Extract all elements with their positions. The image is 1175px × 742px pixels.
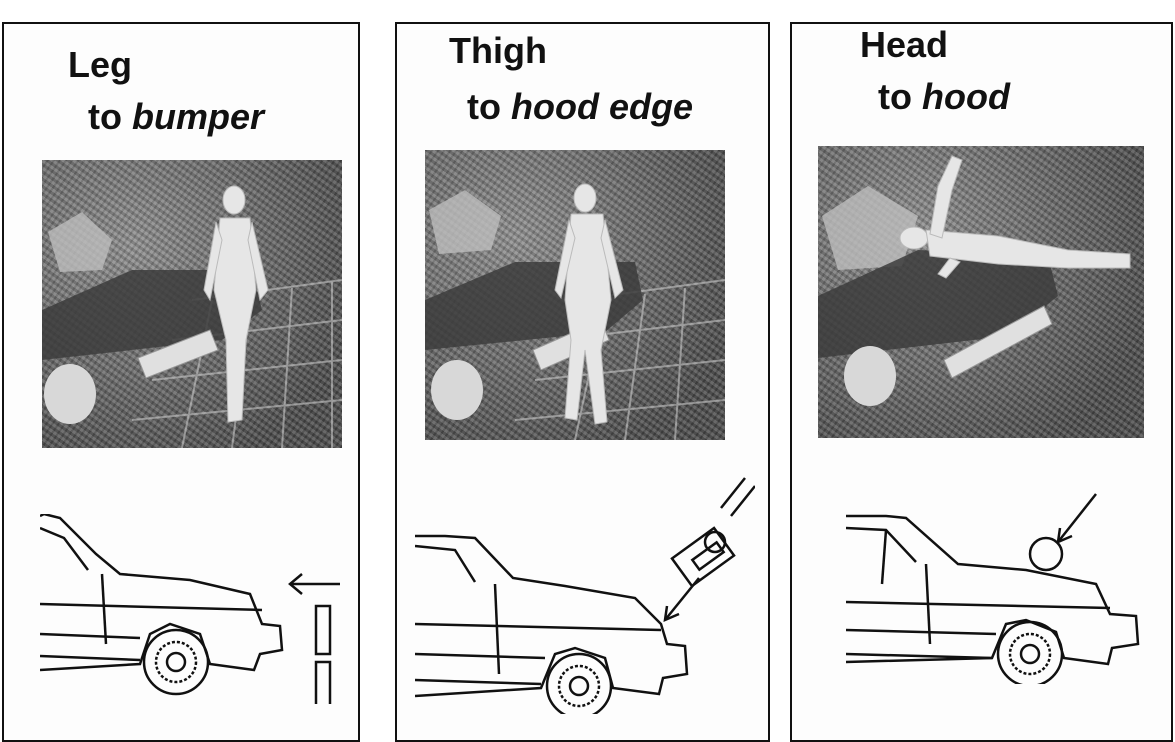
diagram-leg-impactor [40, 514, 350, 704]
target-prefix: to [88, 96, 132, 137]
body-part-label: Head [860, 24, 948, 65]
tire-icon [844, 346, 896, 406]
panel-leg-title: Leg [68, 44, 132, 86]
panel-head-to-hood: Head to hood [790, 22, 1173, 742]
panel-leg-to-bumper: Leg to bumper [2, 22, 360, 742]
target-prefix: to [878, 76, 922, 117]
panel-thigh-subtitle: to hood edge [467, 86, 693, 128]
impactor-arrow-icon [290, 574, 340, 594]
upper-leg-impactor-icon [672, 478, 755, 586]
panel-thigh-to-hood-edge: Thigh to hood edge [395, 22, 770, 742]
leg-impactor-icon [316, 606, 330, 704]
body-part-label: Leg [68, 44, 132, 85]
head-simulation-scene [818, 146, 1144, 438]
diagram-thigh-impactor [415, 474, 755, 714]
tire-icon [44, 364, 96, 424]
target-label: hood [922, 76, 1010, 117]
target-prefix: to [467, 86, 511, 127]
impactor-arrow-icon [1058, 494, 1096, 542]
tire-icon [431, 360, 483, 420]
photo-thigh-simulation [425, 150, 725, 440]
body-part-label: Thigh [449, 30, 547, 71]
photo-head-simulation [818, 146, 1144, 438]
car-front-icon [40, 514, 350, 704]
car-front-icon [846, 484, 1146, 684]
diagram-head-impactor [846, 484, 1146, 684]
leg-simulation-scene [42, 160, 342, 448]
panel-thigh-title: Thigh [449, 30, 547, 72]
photo-leg-simulation [42, 160, 342, 448]
panel-leg-subtitle: to bumper [88, 96, 264, 138]
thigh-simulation-scene [425, 150, 725, 440]
target-label: hood edge [511, 86, 693, 127]
panel-head-title: Head [860, 24, 948, 66]
target-label: bumper [132, 96, 264, 137]
panel-head-subtitle: to hood [878, 76, 1010, 118]
car-front-icon [415, 474, 755, 714]
